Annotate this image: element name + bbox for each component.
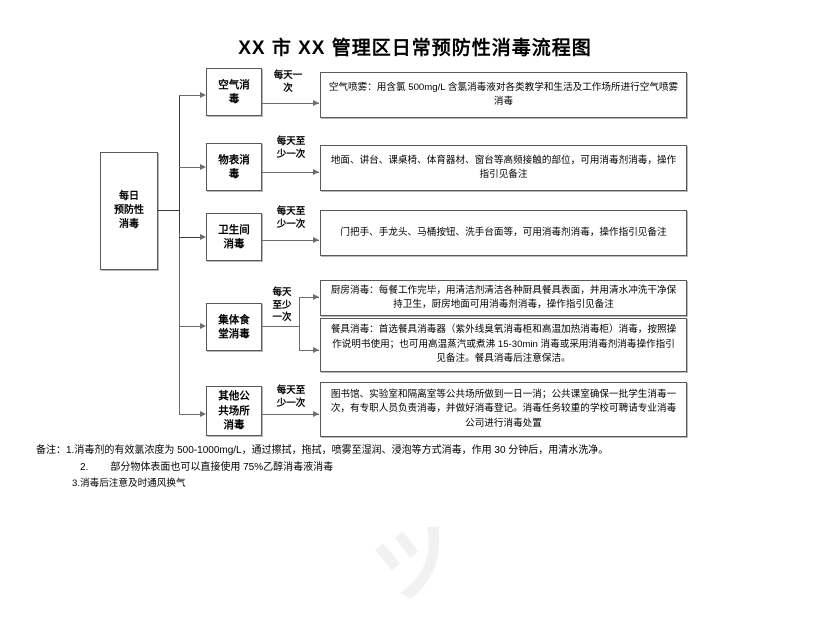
connector-arrow-public xyxy=(313,410,319,417)
detail-box-kitchen: 厨房消毒：每餐工作完毕，用清洁剂清洁各种厨具餐具表面，并用清水冲洗干净保持卫生，… xyxy=(320,280,687,316)
page-title: XX 市 XX 管理区日常预防性消毒流程图 xyxy=(238,38,592,59)
connector-arrow-air xyxy=(313,99,319,106)
connector-line-toilet xyxy=(262,240,319,241)
note-text-3: 消毒后注意及时通风换气 xyxy=(80,478,186,489)
note-text-1: 消毒剂的有效氯浓度为 500-1000mg/L，通过擦拭，拖拭，喷雾至湿润、浸泡… xyxy=(74,445,609,456)
flowchart-canvas: ッ XX 市 XX 管理区日常预防性消毒流程图 每日 预防性 消毒 空气消 毒 … xyxy=(36,38,796,621)
trunk-line-step xyxy=(179,210,180,234)
frequency-label-toilet: 每天至 少一次 xyxy=(276,206,306,230)
connector-line-canteen-stem xyxy=(262,326,300,327)
connector-arrow-kitchen xyxy=(313,293,319,300)
connector-arrow-tableware xyxy=(313,346,319,353)
detail-text-surface: 地面、讲台、课桌椅、体育器材、窗台等高频接触的部位，可用消毒剂消毒，操作指引见备… xyxy=(330,154,677,181)
branch-arrow-surface xyxy=(200,163,206,170)
detail-box-air: 空气喷雾：用含氯 500mg/L 含氯消毒液对各类教学和生活及工作场所进行空气喷… xyxy=(320,72,687,118)
connector-arrow-surface xyxy=(313,168,319,175)
connector-arrow-toilet xyxy=(313,236,319,243)
connector-line-surface xyxy=(262,172,319,173)
detail-box-toilet: 门把手、手龙头、马桶按钮、洗手台面等，可用消毒剂消毒，操作指引见备注 xyxy=(320,210,687,256)
branch-line-canteen xyxy=(179,326,203,327)
branch-arrow-canteen xyxy=(200,322,206,329)
branch-arrow-public xyxy=(200,410,206,417)
branch-arrow-air xyxy=(200,91,206,98)
branch-arrow-toilet xyxy=(200,233,206,240)
detail-box-public: 图书馆、实验室和隔离室等公共场所做到一日一消；公共课室确保一批学生消毒一次，有专… xyxy=(320,382,687,437)
trunk-line-upper xyxy=(179,95,180,211)
detail-text-toilet: 门把手、手龙头、马桶按钮、洗手台面等，可用消毒剂消毒，操作指引见备注 xyxy=(340,226,667,238)
branch-line-air xyxy=(179,95,203,96)
note-row-2: 2. 部分物体表面也可以直接使用 75%乙醇消毒液消毒 xyxy=(36,460,796,477)
note-number-3: 3. xyxy=(72,478,81,489)
root-node-daily-preventive-disinfection: 每日 预防性 消毒 xyxy=(100,152,158,270)
note-row-1: 备注： 1. 消毒剂的有效氯浓度为 500-1000mg/L，通过擦拭，拖拭，喷… xyxy=(36,443,796,460)
frequency-label-surface: 每天至 少一次 xyxy=(276,136,306,160)
frequency-label-canteen: 每天 至少 一次 xyxy=(272,287,292,323)
note-text-2: 部分物体表面也可以直接使用 75%乙醇消毒液消毒 xyxy=(110,461,334,473)
detail-text-tableware: 餐具消毒：首选餐具消毒器（紫外线臭氧消毒柜和高温加热消毒柜）消毒，按照操作说明书… xyxy=(330,324,677,365)
detail-box-tableware: 餐具消毒：首选餐具消毒器（紫外线臭氧消毒柜和高温加热消毒柜）消毒，按照操作说明书… xyxy=(320,318,687,372)
notes-section: 备注： 1. 消毒剂的有效氯浓度为 500-1000mg/L，通过擦拭，拖拭，喷… xyxy=(36,443,796,493)
trunk-line-bottom xyxy=(179,233,180,414)
category-box-air: 空气消 毒 xyxy=(206,68,262,116)
branch-line-public xyxy=(179,414,203,415)
connector-line-kitchen xyxy=(299,297,319,298)
notes-lead-label: 备注： xyxy=(36,445,66,456)
note-row-3: 3. 消毒后注意及时通风换气 xyxy=(36,476,796,493)
connector-split-canteen xyxy=(299,297,300,351)
detail-text-air: 空气喷雾：用含氯 500mg/L 含氯消毒液对各类教学和生活及工作场所进行空气喷… xyxy=(328,81,679,108)
root-stub-line xyxy=(158,210,180,211)
note-number-2: 2. xyxy=(80,461,89,473)
connector-line-air xyxy=(262,103,319,104)
frequency-label-air: 每天一 次 xyxy=(273,70,303,94)
branch-line-surface xyxy=(179,167,203,168)
detail-text-public: 图书馆、实验室和隔离室等公共场所做到一日一消；公共课室确保一批学生消毒一次，有专… xyxy=(330,388,677,429)
category-box-toilet: 卫生间 消毒 xyxy=(206,213,262,261)
frequency-label-public: 每天至 少一次 xyxy=(276,385,306,409)
detail-text-kitchen: 厨房消毒：每餐工作完毕，用清洁剂清洁各种厨具餐具表面，并用清水冲洗干净保持卫生，… xyxy=(330,284,677,311)
category-box-public: 其他公 共场所 消毒 xyxy=(206,386,262,436)
connector-line-tableware xyxy=(299,350,319,351)
detail-box-surface: 地面、讲台、课桌椅、体育器材、窗台等高频接触的部位，可用消毒剂消毒，操作指引见备… xyxy=(320,145,687,191)
connector-line-public xyxy=(262,414,319,415)
note-number-1: 1. xyxy=(66,445,75,456)
category-box-surface: 物表消 毒 xyxy=(206,143,262,191)
branch-line-toilet xyxy=(179,237,203,238)
category-box-canteen: 集体食 堂消毒 xyxy=(206,303,262,351)
